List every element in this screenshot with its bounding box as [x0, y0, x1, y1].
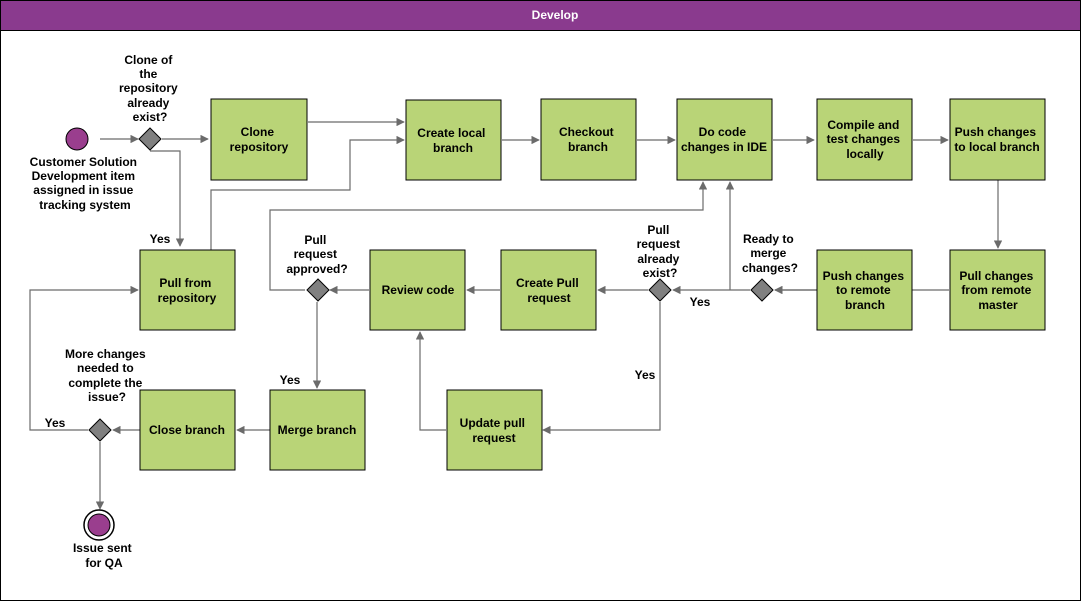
- task-create-local-branch: Create local branch: [405, 99, 502, 181]
- task-clone-repository: Clone repository: [210, 98, 308, 181]
- task-create-pull-request-label: Create Pull request: [516, 276, 582, 305]
- sequence-flows: [29, 117, 1003, 510]
- task-close-branch-label: Close branch: [149, 423, 225, 437]
- gateway-pr-exists-label: Pull request already exist?: [637, 223, 684, 280]
- task-close-branch: Close branch: [139, 389, 236, 471]
- flow-pr-exists-yes: [542, 302, 661, 435]
- flow-pull-to-create-branch: [210, 135, 405, 250]
- end-event: [87, 513, 111, 537]
- gateway-more-changes-label: More changes needed to complete the issu…: [65, 347, 149, 404]
- task-create-local-branch-label: Create local branch: [417, 126, 488, 155]
- gateway-ready-to-merge: [750, 278, 774, 302]
- task-checkout-branch-label: Checkout branch: [559, 125, 617, 154]
- gateway-pr-exists: [648, 278, 672, 302]
- task-pull-remote-master-label: Pull changes from remote master: [959, 269, 1036, 312]
- task-do-code-changes: Do code changes in IDE: [676, 98, 773, 181]
- task-merge-branch-label: Merge branch: [278, 423, 357, 437]
- gateway-clone-exists-label: Clone of the repository already exist?: [119, 53, 181, 124]
- end-event-label: Issue sent for QA: [73, 541, 135, 570]
- task-compile-test-label: Compile and test changes locally: [827, 118, 904, 161]
- gateway-clone-exists: [138, 127, 162, 151]
- task-pull-remote-master: Pull changes from remote master: [949, 249, 1046, 331]
- flow-more-changes-yes: [29, 285, 139, 431]
- task-create-pull-request: Create Pull request: [500, 249, 597, 331]
- task-pull-from-repository-label: Pull from repository: [158, 276, 217, 305]
- task-clone-repository-label: Clone repository: [230, 125, 289, 154]
- task-merge-branch: Merge branch: [269, 389, 366, 471]
- pool-title: Develop: [532, 8, 579, 22]
- task-push-local: Push changes to local branch: [949, 98, 1046, 181]
- edge-label-pr-exists-yes-right: Yes: [690, 295, 711, 309]
- task-checkout-branch: Checkout branch: [540, 98, 637, 181]
- gateway-pr-approved: [306, 278, 330, 302]
- edge-label-approved-yes: Yes: [280, 373, 301, 387]
- flow-update-pr-to-review: [415, 331, 446, 431]
- edge-label-more-changes-yes: Yes: [45, 416, 66, 430]
- pool-header: [0, 0, 1081, 31]
- start-event-label: Customer Solution Development item assig…: [30, 155, 141, 212]
- edge-label-pr-exists-yes-down: Yes: [635, 368, 656, 382]
- task-push-remote: Push changes to remote branch: [816, 249, 913, 331]
- task-push-remote-label: Push changes to remote branch: [823, 269, 908, 312]
- task-compile-test: Compile and test changes locally: [816, 98, 913, 181]
- task-push-local-label: Push changes to local branch: [954, 125, 1039, 154]
- task-do-code-changes-label: Do code changes in IDE: [681, 125, 767, 154]
- flow-approved-no-back-to-code: [269, 181, 708, 291]
- task-review-code-label: Review code: [382, 283, 455, 297]
- gateway-more-changes: [88, 418, 112, 442]
- task-review-code: Review code: [369, 249, 466, 331]
- flow-clone-gateway-yes: [150, 150, 185, 247]
- task-pull-from-repository: Pull from repository: [139, 249, 236, 331]
- task-update-pull-request: Update pull request: [446, 389, 543, 471]
- gateway-ready-to-merge-label: Ready to merge changes?: [742, 232, 798, 275]
- edge-label-clone-yes: Yes: [150, 232, 171, 246]
- start-event: [65, 127, 89, 151]
- gateway-pr-approved-label: Pull request approved?: [286, 233, 347, 276]
- task-update-pull-request-label: Update pull request: [460, 416, 529, 445]
